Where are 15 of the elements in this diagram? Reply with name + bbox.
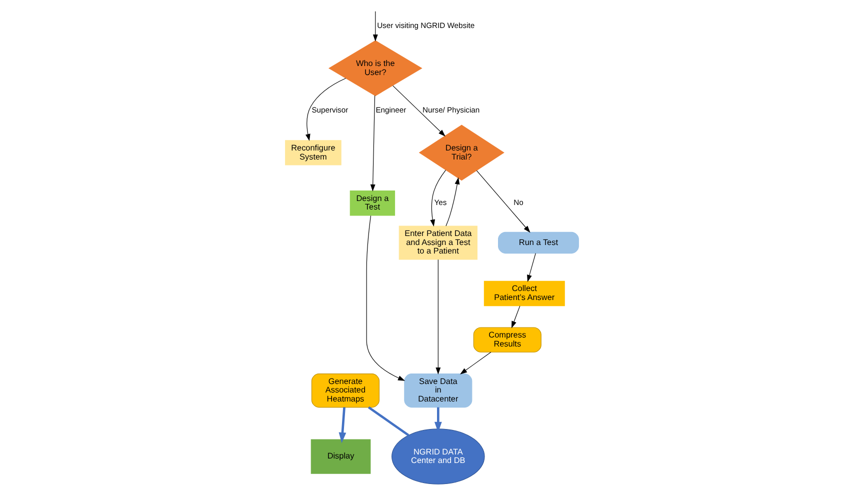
arrow — [306, 78, 346, 142]
arrow — [436, 259, 441, 375]
arrow — [527, 253, 536, 282]
arrow — [338, 407, 346, 444]
connector — [368, 406, 410, 436]
arrow — [370, 95, 376, 192]
arrow — [392, 85, 446, 136]
arrow — [476, 170, 530, 233]
arrow — [460, 352, 492, 374]
arrow — [366, 215, 406, 381]
arrow — [512, 306, 520, 328]
arrow — [434, 407, 442, 432]
arrow — [372, 11, 378, 42]
arrow — [446, 177, 460, 226]
arrow — [430, 170, 446, 227]
